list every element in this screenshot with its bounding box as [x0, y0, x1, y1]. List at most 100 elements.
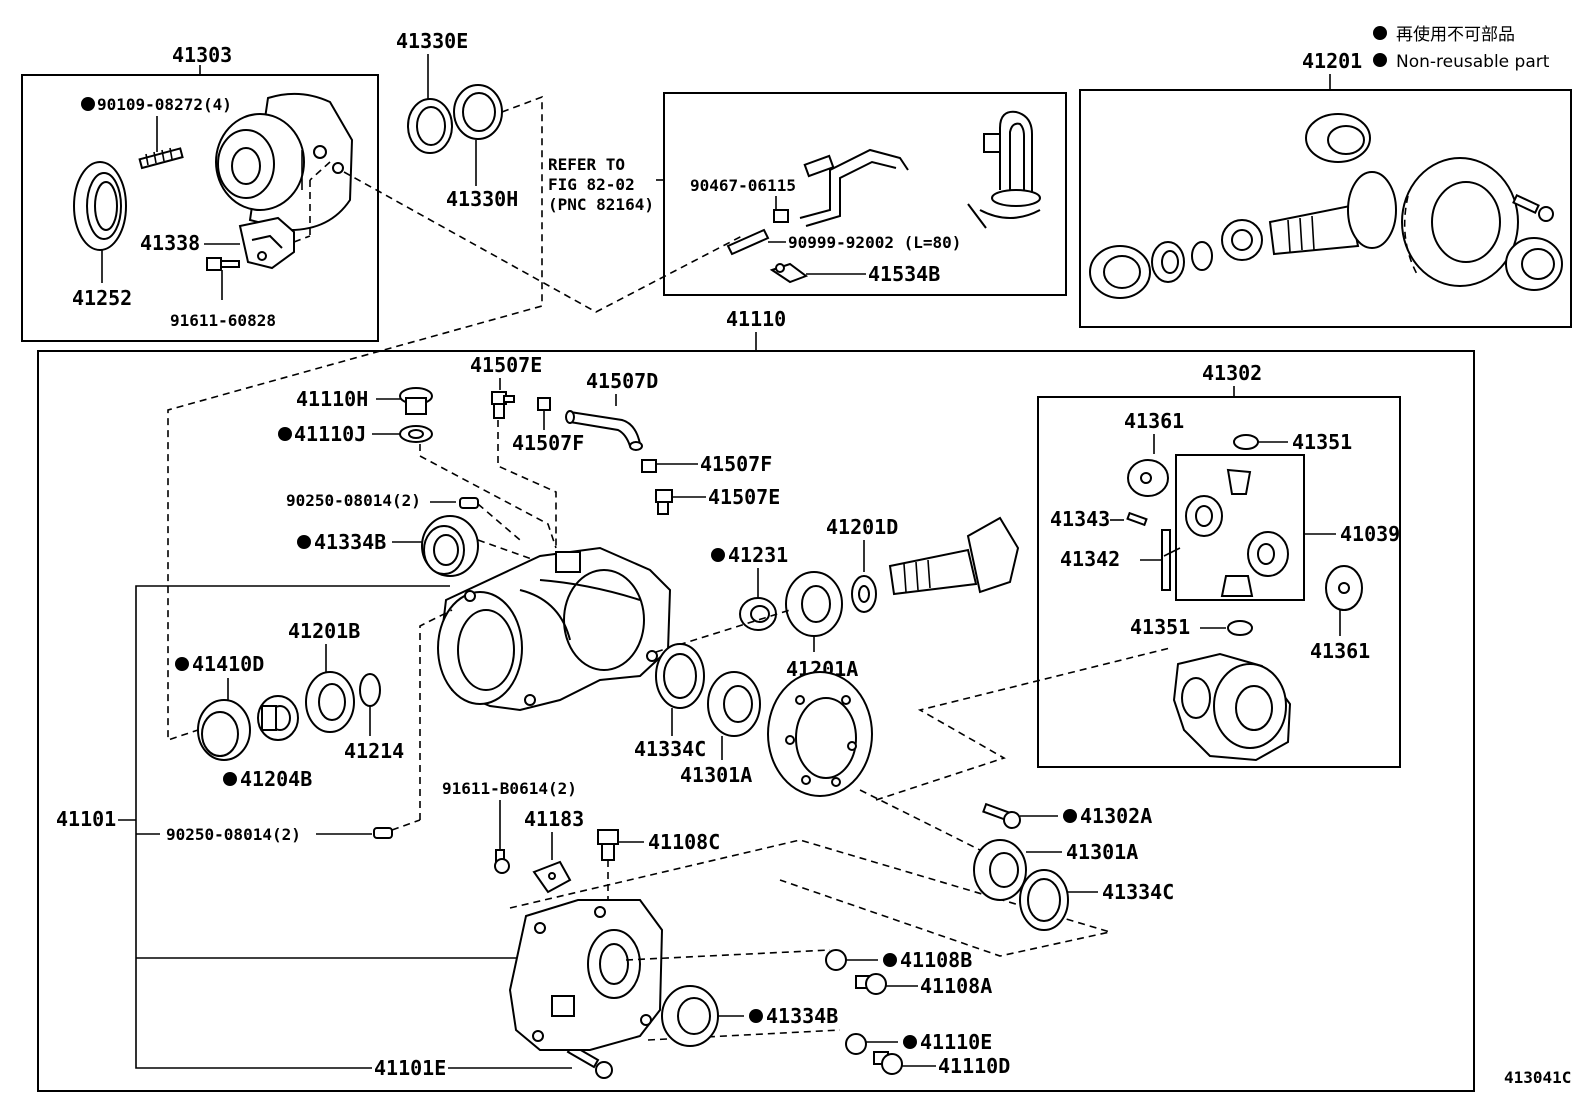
label-41330E[interactable]: 41330E [396, 29, 468, 53]
label-41303[interactable]: 41303 [172, 43, 232, 67]
shaft-41342-part [1161, 529, 1171, 591]
group-41330: 41330E 41330H [167, 29, 543, 742]
washer-41201-part [1191, 241, 1213, 271]
bearing-41201-right-part [1505, 237, 1563, 291]
plug-41108A-part [855, 973, 887, 995]
group-left-seal: 41410D 41201B 41214 41204B [175, 619, 404, 791]
seal-41410D-part [197, 699, 251, 761]
group-41334B-top: 41334B [297, 515, 541, 577]
housing-41303-part [215, 92, 354, 232]
group-right-bearings: 41302A 41301A 41334C [973, 802, 1174, 931]
label-41231[interactable]: 41231 [728, 543, 788, 567]
bolt-91611-B0614-part [494, 849, 510, 874]
label-41534B[interactable]: 41534B [868, 262, 940, 286]
label-90250-08014-bottom[interactable]: 90250-08014(2) [166, 825, 301, 844]
label-41507F-top[interactable]: 41507F [512, 431, 584, 455]
stud-bolt-part [138, 147, 184, 170]
label-41330H[interactable]: 41330H [446, 187, 518, 211]
label-41361-b[interactable]: 41361 [1310, 639, 1370, 663]
gasket-41110E-part [845, 1033, 867, 1055]
group-90250-top: 90250-08014(2) [286, 491, 521, 541]
label-41351-b[interactable]: 41351 [1130, 615, 1190, 639]
hose-41507D-part [565, 410, 643, 451]
shim-41201D-part [851, 575, 877, 613]
label-91611-60828[interactable]: 91611-60828 [170, 311, 276, 330]
non-reusable-dot-icon [1063, 809, 1077, 823]
label-41343[interactable]: 41343 [1050, 507, 1110, 531]
group-41110H: 41110H 41110J [278, 387, 557, 549]
rear-cover-part [508, 899, 664, 1051]
label-41201B[interactable]: 41201B [288, 619, 360, 643]
label-41039[interactable]: 41039 [1340, 522, 1400, 546]
label-41301A-a[interactable]: 41301A [680, 763, 752, 787]
refer-note: REFER TO FIG 82-02 (PNC 82164) [548, 155, 664, 214]
non-reusable-dot-icon [711, 548, 725, 562]
bearing-41201B-part [305, 671, 355, 733]
clamp-41507F-top-part [537, 397, 551, 411]
group-box-41201 [1079, 89, 1572, 328]
group-41507: 41507E 41507F 41507D 41507F [470, 353, 780, 548]
washer-41351-b-part [1227, 620, 1253, 636]
non-reusable-dot-icon [1373, 53, 1387, 67]
washer-41361-a-part [1127, 459, 1169, 497]
group-41303: 41303 90109-08272(4) 41252 [72, 43, 354, 330]
label-41201D[interactable]: 41201D [826, 515, 898, 539]
bolt-41302A-part [982, 802, 1021, 829]
label-41507E[interactable]: 41507E [708, 485, 780, 509]
group-41302: 41302 41361 41351 41343 41342 41039 [1050, 361, 1400, 762]
label-41110E[interactable]: 41110E [920, 1030, 992, 1054]
label-41108B[interactable]: 41108B [900, 948, 972, 972]
label-41302A[interactable]: 41302A [1080, 804, 1152, 828]
label-41507E-top[interactable]: 41507E [470, 353, 542, 377]
label-91611-B0614[interactable]: 91611-B0614(2) [442, 779, 577, 798]
group-box-41039 [1175, 454, 1305, 601]
label-41214[interactable]: 41214 [344, 739, 404, 763]
label-41507F[interactable]: 41507F [700, 452, 772, 476]
spacer-41231-part [739, 597, 777, 631]
label-90999-92002[interactable]: 90999-92002 (L=80) [788, 233, 961, 252]
label-41334C-b[interactable]: 41334C [1102, 880, 1174, 904]
label-41101E[interactable]: 41101E [374, 1056, 446, 1080]
label-41361-a[interactable]: 41361 [1124, 409, 1184, 433]
label-41301A-b[interactable]: 41301A [1066, 840, 1138, 864]
label-41252[interactable]: 41252 [72, 286, 132, 310]
non-reusable-dot-icon [278, 427, 292, 441]
label-90467-06115[interactable]: 90467-06115 [690, 176, 796, 195]
label-41334C-a[interactable]: 41334C [634, 737, 706, 761]
label-41334B-top[interactable]: 41334B [314, 530, 386, 554]
bracket-41338-part [238, 216, 295, 270]
label-41110H[interactable]: 41110H [296, 387, 368, 411]
label-41334B-bottom[interactable]: 41334B [766, 1004, 838, 1028]
ring-gear-main-part [767, 671, 873, 797]
non-reusable-dot-icon [81, 97, 95, 111]
bolt-91611-60828-part [206, 257, 240, 271]
label-41183[interactable]: 41183 [524, 807, 584, 831]
vent-hose-part [726, 148, 909, 256]
label-41342[interactable]: 41342 [1060, 547, 1120, 571]
label-90109-08272[interactable]: 90109-08272(4) [97, 95, 232, 114]
pin-90250-part [459, 497, 479, 509]
label-41201[interactable]: 41201 [1302, 49, 1362, 73]
refer-line-1: REFER TO [548, 155, 625, 174]
label-90250-08014-top[interactable]: 90250-08014(2) [286, 491, 421, 510]
seal-41330E-part [407, 98, 453, 154]
label-41110[interactable]: 41110 [726, 307, 786, 331]
label-41108A[interactable]: 41108A [920, 974, 992, 998]
label-41302[interactable]: 41302 [1202, 361, 1262, 385]
label-41351-a[interactable]: 41351 [1292, 430, 1352, 454]
label-41110J[interactable]: 41110J [294, 422, 366, 446]
seal-41330H-part [453, 84, 503, 140]
refer-line-3[interactable]: (PNC 82164) [548, 195, 654, 214]
label-41110D[interactable]: 41110D [938, 1054, 1010, 1078]
bearing-41301A-right-part [973, 839, 1027, 901]
label-41338[interactable]: 41338 [140, 231, 200, 255]
diff-case-part [1172, 652, 1292, 762]
label-41410D[interactable]: 41410D [192, 652, 264, 676]
label-41507D[interactable]: 41507D [586, 369, 658, 393]
refer-line-2: FIG 82-02 [548, 175, 635, 194]
label-41204B[interactable]: 41204B [240, 767, 312, 791]
label-41108C[interactable]: 41108C [648, 830, 720, 854]
non-reusable-dot-icon [1373, 26, 1387, 40]
label-41101[interactable]: 41101 [56, 807, 116, 831]
bolt-41201-part [1512, 193, 1554, 222]
